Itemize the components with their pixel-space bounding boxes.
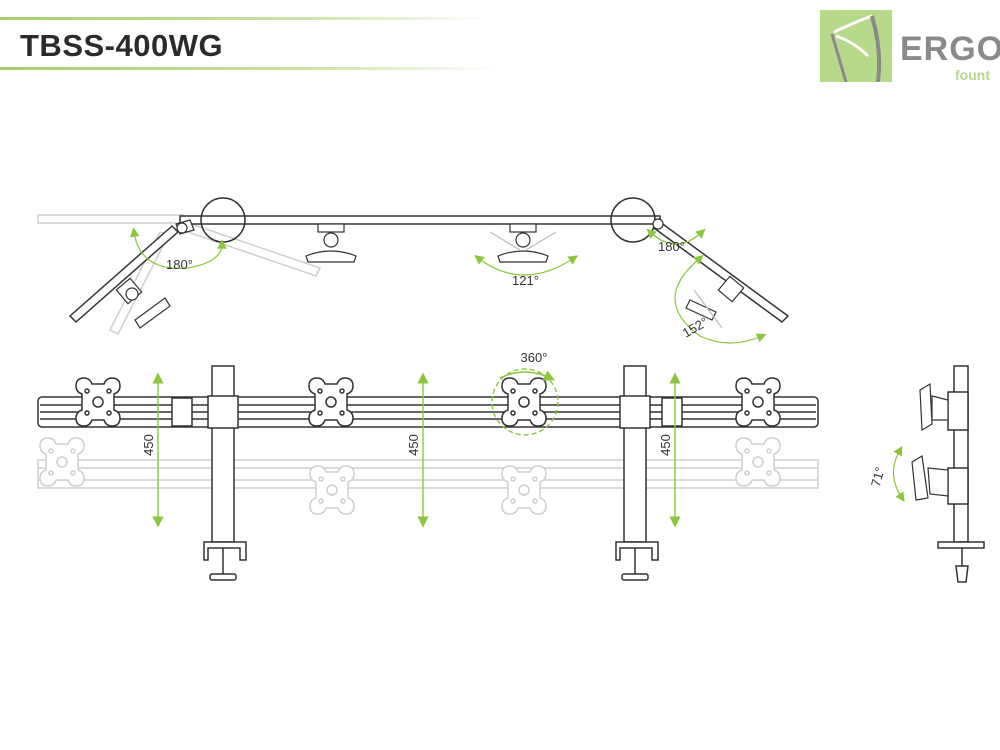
vesa-plate-3 <box>501 377 547 427</box>
front-posts <box>211 365 647 543</box>
tilt-label: 71° <box>868 465 888 488</box>
top-main-bar <box>179 215 661 225</box>
side-view: 71° <box>868 365 985 583</box>
side-monitor-heads <box>911 382 949 501</box>
right-arm-top <box>652 221 790 323</box>
vesa-plate-4 <box>735 377 781 427</box>
brand-logo: ERGO fount <box>820 8 1000 97</box>
angle-left-label: 180° <box>166 257 193 272</box>
center-right-head-top <box>489 223 557 263</box>
front-main-bar <box>37 395 819 429</box>
angle-right-lower-label: 152° <box>680 314 711 340</box>
top-view: 180° 121° 180° 152° <box>37 197 790 344</box>
desk-clamps <box>203 541 659 581</box>
header-rule-top <box>0 17 490 20</box>
height-right-label: 450 <box>658 434 673 456</box>
rotation-label: 360° <box>521 350 548 365</box>
height-center-label: 450 <box>406 434 421 456</box>
height-arrows <box>152 368 681 528</box>
logo-sub: fount <box>955 67 990 83</box>
logo-word: ERGO <box>900 30 1000 68</box>
logo-mark <box>820 10 892 97</box>
angle-center-label: 121° <box>512 273 539 288</box>
page-title: TBSS-400WG <box>20 28 224 63</box>
front-view: 360° 450 450 450 <box>37 350 819 581</box>
angle-right-label: 180° <box>658 239 685 254</box>
vesa-plate-1 <box>75 377 121 427</box>
side-post <box>937 365 985 583</box>
header: TBSS-400WG <box>0 0 1000 95</box>
left-monitor-head-top <box>115 277 171 329</box>
tilt-arc <box>892 445 905 502</box>
vesa-plate-2 <box>308 377 354 427</box>
header-rule-bottom <box>0 67 500 70</box>
height-left-label: 450 <box>141 434 156 456</box>
center-left-head-top <box>305 223 357 263</box>
top-view-angle-arcs <box>129 227 767 344</box>
